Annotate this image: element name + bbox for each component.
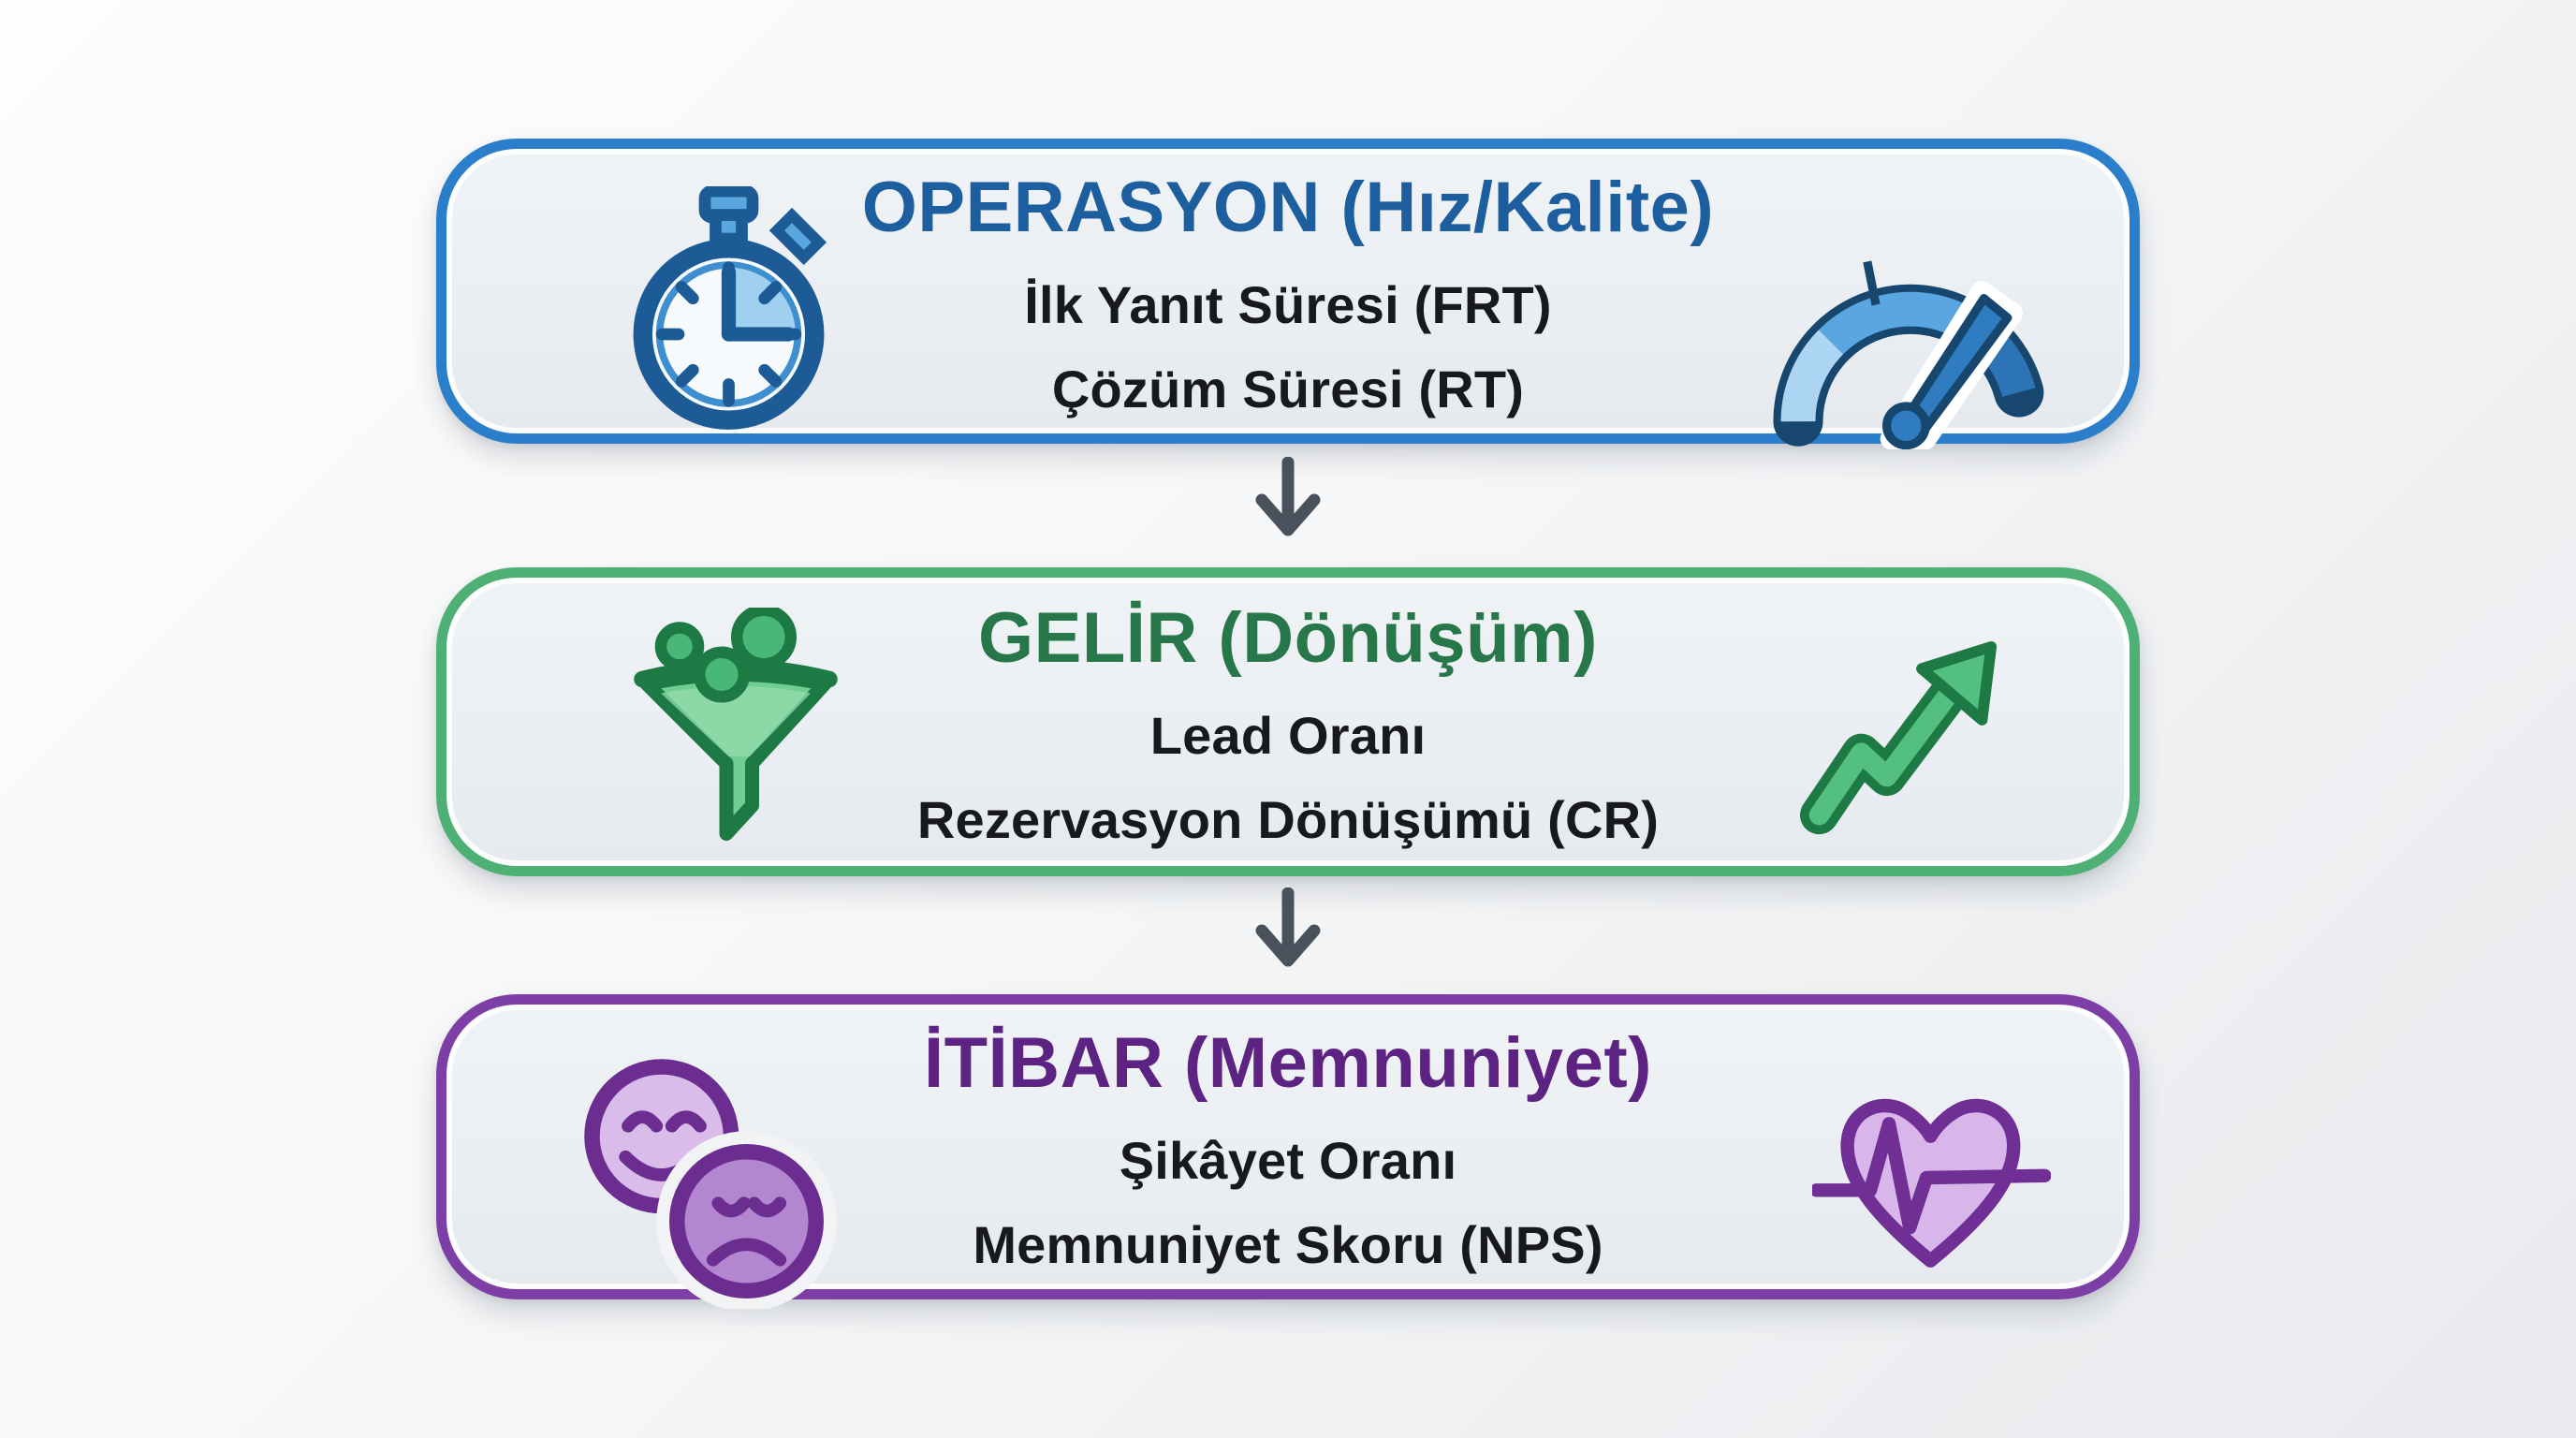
speedometer-icon [1770, 229, 2051, 449]
gelir-title: GELİR (Dönüşüm) [978, 598, 1598, 678]
operasyon-line-2: Çözüm Süresi (RT) [1051, 360, 1525, 418]
gelir-line-1: Lead Oranı [1149, 706, 1427, 765]
stopwatch-icon [609, 186, 848, 434]
down-arrow-1 [1227, 456, 1349, 550]
itibar-box: İTİBAR (Memnuniyet) Şikâyet Oranı Memnun… [436, 994, 2140, 1309]
operasyon-line-1: İlk Yanıt Süresi (FRT) [1024, 275, 1552, 334]
trending-up-icon [1793, 639, 2046, 841]
happy-sad-faces-icon [572, 1051, 839, 1309]
itibar-line-2: Memnuniyet Skoru (NPS) [973, 1215, 1603, 1274]
operasyon-box: OPERASYON (Hız/Kalite) İlk Yanıt Süresi … [436, 139, 2140, 449]
itibar-line-1: Şikâyet Oranı [1119, 1131, 1457, 1190]
operasyon-title: OPERASYON (Hız/Kalite) [861, 168, 1715, 247]
gelir-box: GELİR (Dönüşüm) Lead Oranı Rezervasyon D… [436, 567, 2140, 876]
itibar-title: İTİBAR (Memnuniyet) [924, 1023, 1652, 1103]
gelir-line-2: Rezervasyon Dönüşümü (CR) [916, 790, 1660, 849]
funnel-icon [619, 608, 853, 858]
heart-pulse-icon [1812, 1074, 2051, 1282]
down-arrow-2 [1227, 887, 1349, 981]
